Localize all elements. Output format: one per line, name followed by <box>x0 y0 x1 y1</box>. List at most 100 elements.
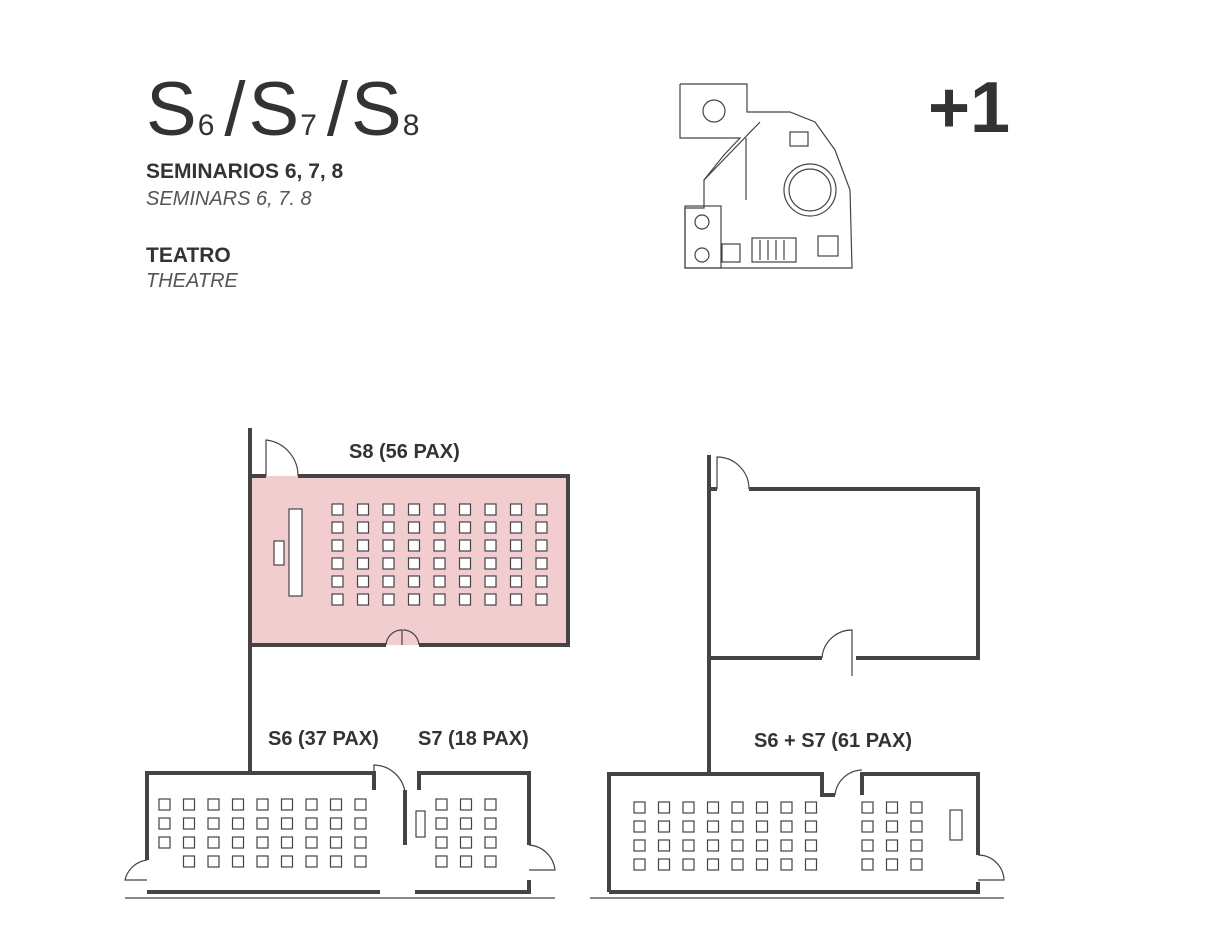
room-s6-s7-left: S6 (37 PAX) S7 (18 PAX) <box>124 645 556 899</box>
seat <box>458 503 472 516</box>
seat <box>435 817 448 830</box>
seat <box>459 855 473 868</box>
seat <box>861 820 874 833</box>
seat <box>459 817 473 830</box>
seat <box>682 839 695 852</box>
seat <box>509 557 523 570</box>
seat <box>484 855 497 868</box>
subtitle-es: SEMINARIOS 6, 7, 8 <box>146 160 344 183</box>
s8-stage-table <box>288 508 303 597</box>
seat <box>382 539 395 552</box>
seat <box>329 836 343 849</box>
seat <box>158 836 171 849</box>
seat <box>633 839 646 852</box>
seat <box>780 820 793 833</box>
door-combined-top <box>834 769 863 796</box>
seat <box>780 801 793 814</box>
title-s7: S <box>248 67 300 152</box>
seat <box>535 593 548 606</box>
seat <box>731 801 744 814</box>
seat <box>305 836 318 849</box>
seat <box>407 593 421 606</box>
seat <box>657 801 671 814</box>
room-empty-top-right <box>707 455 980 776</box>
key-map-block-stairs <box>751 237 797 263</box>
s6-seats <box>158 798 367 868</box>
seat <box>433 557 446 570</box>
seat <box>231 798 245 811</box>
title-s6-sub: 6 <box>197 109 215 142</box>
title-slash-2: / <box>326 67 348 152</box>
seat <box>484 798 497 811</box>
building-key-map <box>679 83 853 269</box>
seat <box>435 855 448 868</box>
seat <box>433 575 446 588</box>
floor-number: +1 <box>928 68 1011 148</box>
key-map-circle-small <box>702 99 726 123</box>
seat <box>407 575 421 588</box>
seat <box>331 593 344 606</box>
seat <box>755 858 769 871</box>
key-map-spiral-1 <box>694 214 710 230</box>
seat <box>331 575 344 588</box>
seat <box>158 817 171 830</box>
seat <box>535 575 548 588</box>
seat <box>910 839 923 852</box>
seat <box>182 817 196 830</box>
seat <box>382 521 395 534</box>
seat <box>484 521 497 534</box>
seat <box>706 839 720 852</box>
seat <box>354 798 367 811</box>
combined-lectern <box>949 809 963 841</box>
seat <box>657 839 671 852</box>
seat <box>861 839 874 852</box>
seat <box>354 836 367 849</box>
wall-combined-top-left <box>709 772 835 797</box>
seat <box>458 539 472 552</box>
seat <box>535 557 548 570</box>
wall-combined-bottom <box>609 882 980 894</box>
seat <box>305 817 318 830</box>
seat <box>804 839 818 852</box>
seat <box>356 521 370 534</box>
seat <box>458 557 472 570</box>
page-title: S6/S7/S8 <box>146 72 425 148</box>
title-s8-sub: 8 <box>402 109 420 142</box>
seat <box>861 858 874 871</box>
seat <box>354 855 367 868</box>
seat <box>484 817 497 830</box>
seat <box>910 801 923 814</box>
room-s8: S8 (56 PAX) <box>248 428 570 647</box>
door-s8-bottom <box>385 629 420 646</box>
seat <box>706 858 720 871</box>
seat <box>329 798 343 811</box>
seat <box>484 836 497 849</box>
seat <box>484 557 497 570</box>
seat <box>331 521 344 534</box>
seat <box>509 575 523 588</box>
seat <box>433 539 446 552</box>
seat <box>535 503 548 516</box>
seat <box>182 855 196 868</box>
label-s6: S6 (37 PAX) <box>268 728 379 750</box>
seat <box>633 858 646 871</box>
layout-en: THEATRE <box>146 270 238 292</box>
seat <box>804 858 818 871</box>
wall-combined-top-right <box>860 772 980 855</box>
s8-lectern <box>273 540 285 566</box>
seat <box>231 855 245 868</box>
seat <box>484 575 497 588</box>
seat <box>731 820 744 833</box>
combined-seats-side <box>861 801 923 871</box>
seat <box>509 521 523 534</box>
seat <box>231 817 245 830</box>
seat <box>885 801 899 814</box>
wall-combined-left <box>607 772 709 892</box>
seat <box>231 836 245 849</box>
seat <box>433 593 446 606</box>
door-combined-right <box>977 854 1005 881</box>
seat <box>509 539 523 552</box>
seat <box>509 593 523 606</box>
seat <box>280 836 294 849</box>
